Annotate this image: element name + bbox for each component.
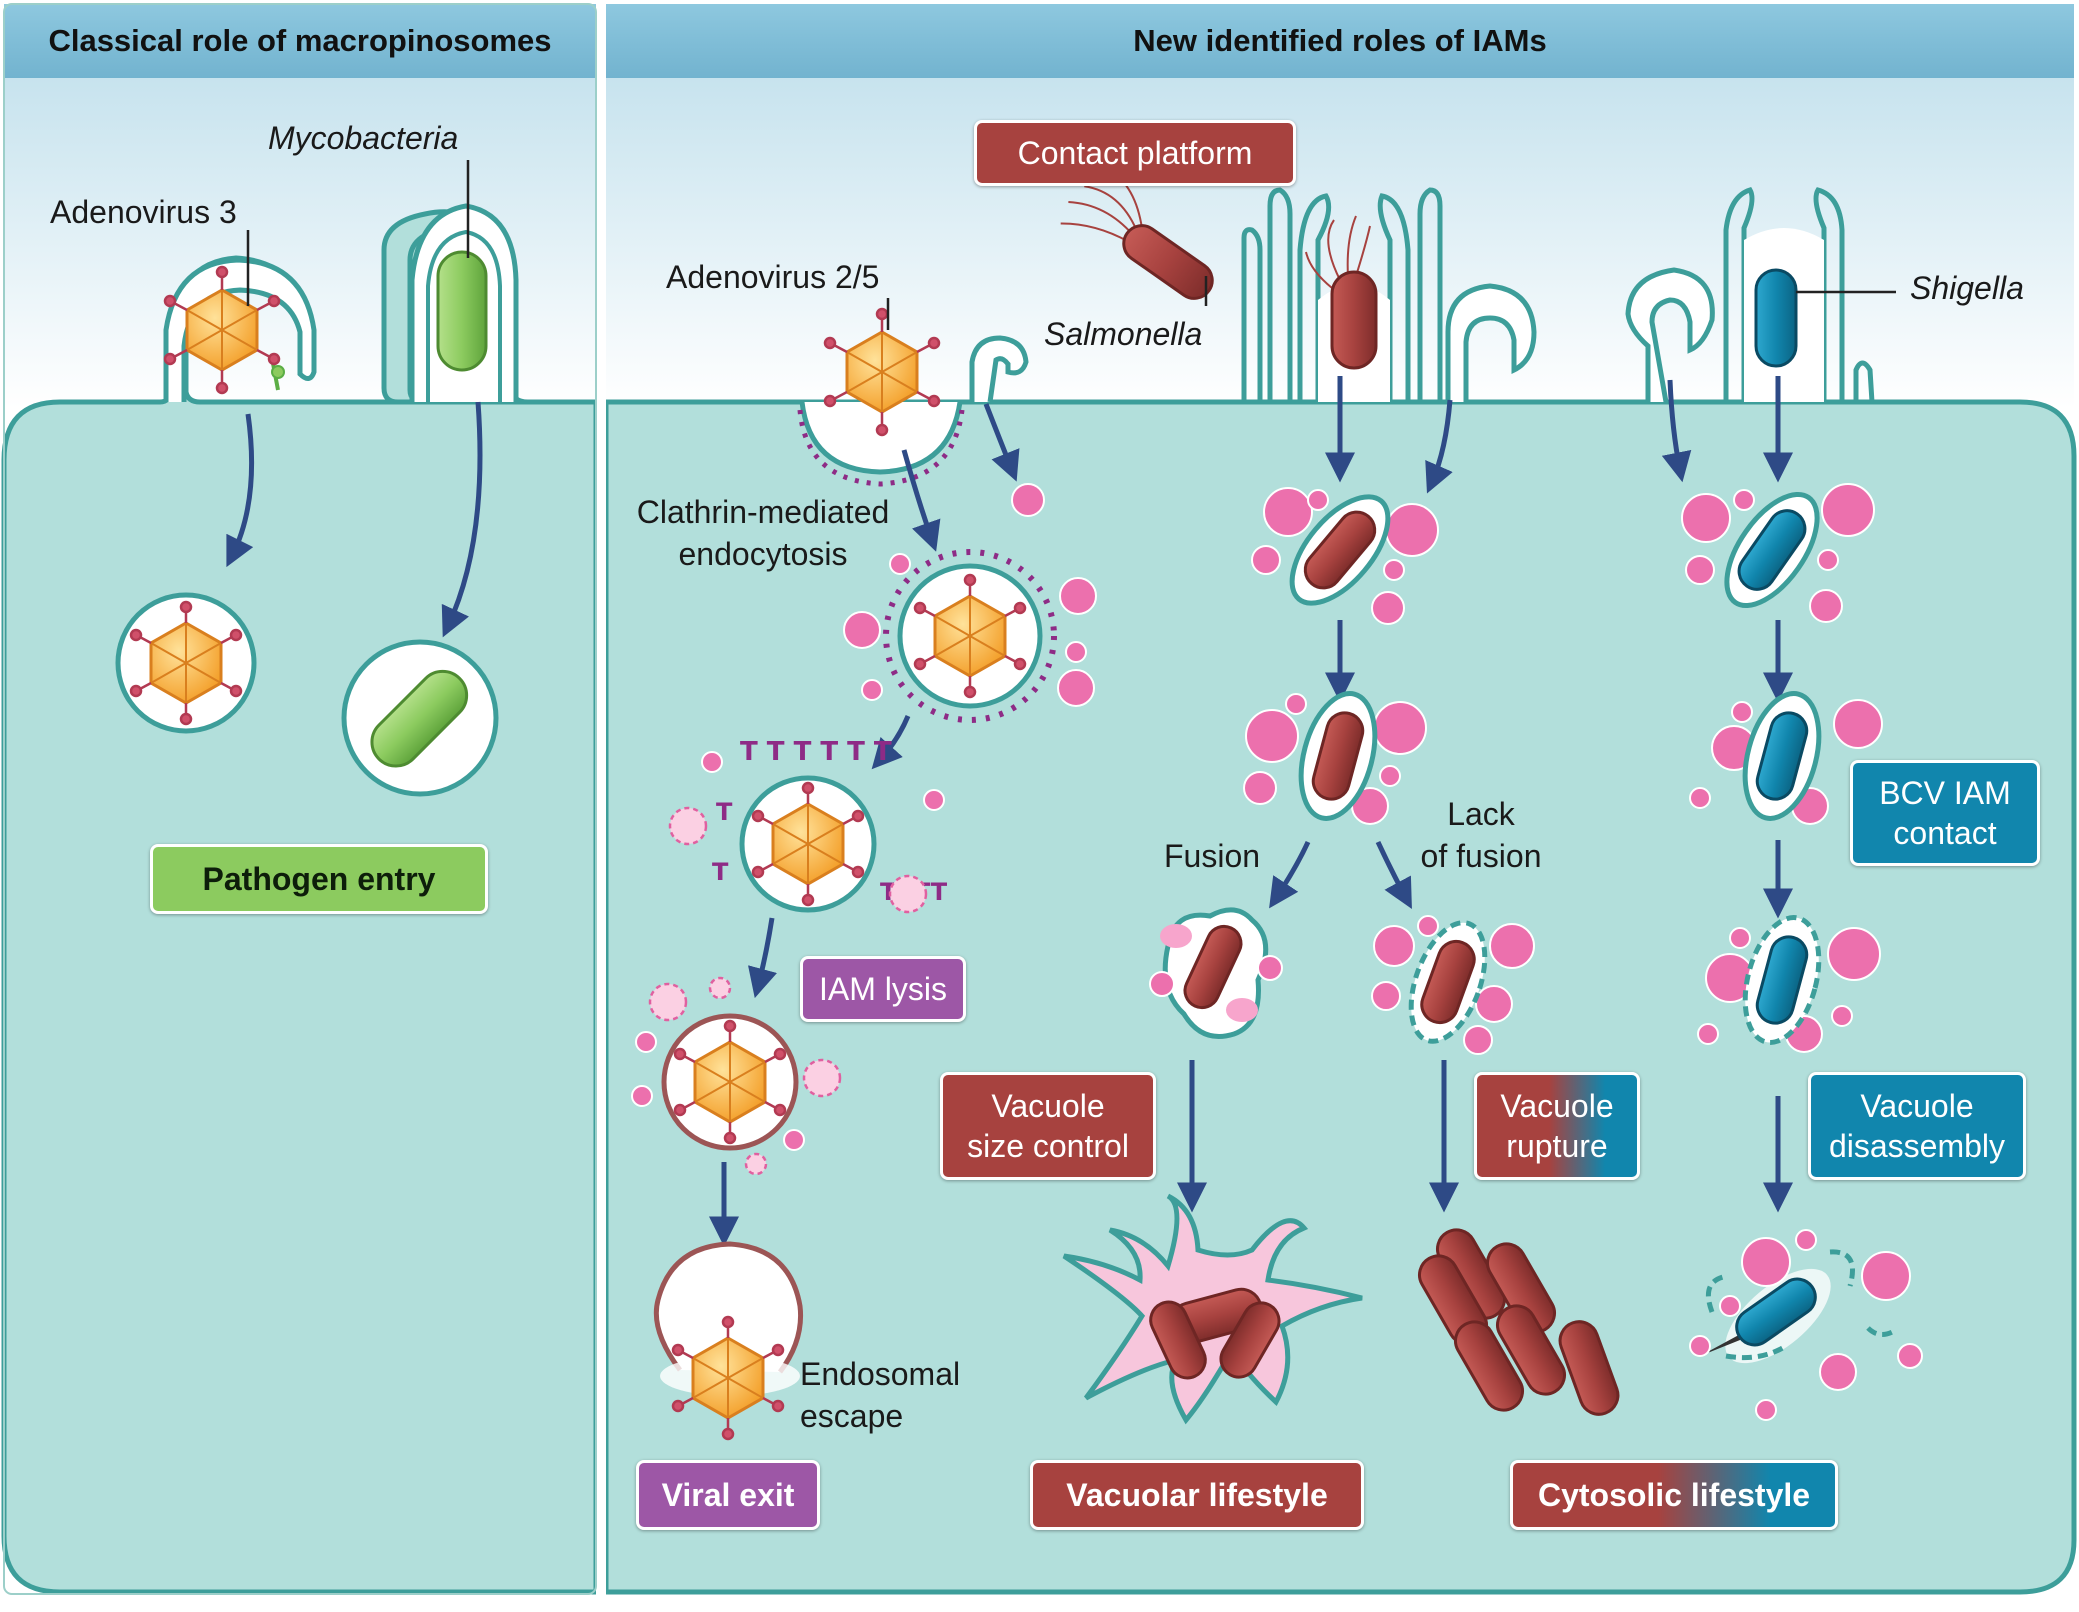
arrow-adenovirus3-entry [226, 413, 255, 568]
membrane-ruffle-small [969, 335, 1029, 403]
adenovirus3-label: Adenovirus 3 [50, 194, 237, 230]
svg-text:T: T [712, 858, 729, 886]
clathrin-coated-vesicle-coat [883, 549, 1057, 723]
left-panel-header [4, 4, 596, 78]
lack-of-fusion-line2: of fusion [1420, 838, 1542, 874]
shigella-vacuole-with-iams-2 [1689, 691, 1883, 825]
viral-exit-box: Viral exit [636, 1460, 820, 1530]
shigella-invading [1754, 268, 1798, 368]
right-panel-header [606, 4, 2074, 78]
cytosolic-salmonella [1418, 1228, 1620, 1416]
macropinocytic-cup-adenovirus3 [163, 257, 317, 402]
left-panel-title: Classical role of macropinosomes [48, 23, 552, 58]
adenovirus25-surface [823, 307, 941, 437]
shigella-membrane-ruffles [1723, 187, 1875, 403]
endosomal-escape-line1: Endosomal [800, 1356, 961, 1392]
clathrin-label-line1: Clathrin-mediated [636, 494, 890, 530]
macropinocytic-cup-shigella [1625, 267, 1715, 403]
arrow-clathrin-endocytosis [901, 449, 941, 552]
mycobacteria-internalized [370, 669, 469, 768]
salmonella-containing-vacuole-sifs [1062, 1193, 1363, 1425]
shigella-damaged-vacuole [1697, 915, 1881, 1053]
shigella-disassembled-vacuole [1689, 1229, 1923, 1421]
salmonella-fused-vacuole [1149, 907, 1283, 1039]
salmonella-label: Salmonella [1044, 316, 1203, 352]
endosomal-escape-line2: escape [800, 1398, 904, 1434]
fusion-label: Fusion [1164, 838, 1261, 874]
shigella-vacuole-with-iams [1681, 483, 1875, 623]
svg-text:T: T [716, 798, 733, 826]
vacuole-disassembly-box: Vacuole disassembly [1808, 1072, 2026, 1180]
iam-lysis-box: IAM lysis [800, 956, 966, 1022]
salmonella-vacuole-with-iams-2 [1243, 691, 1427, 825]
adenovirus3-surface [163, 265, 285, 395]
adenovirus25-label: Adenovirus 2/5 [666, 259, 880, 295]
vacuolar-lifestyle-box: Vacuolar lifestyle [1030, 1460, 1364, 1530]
adenovirus25-escaping [671, 1315, 785, 1441]
right-panel-title: New identified roles of IAMs [1133, 23, 1547, 58]
vacuole-rupture-box: Vacuole rupture [1474, 1072, 1640, 1180]
vacuole-size-control-box: Vacuole size control [940, 1072, 1156, 1180]
cytosolic-lifestyle-box: Cytosolic lifestyle [1510, 1460, 1838, 1530]
iam-vesicle [1011, 483, 1045, 517]
salmonella-vacuole-with-iams [1251, 487, 1439, 625]
ruptured-endosome [653, 1241, 804, 1374]
panel-divider [596, 0, 606, 1612]
mycobacteria-surface [436, 250, 488, 372]
adenovirus3-internalized [129, 600, 243, 726]
contact-platform-box: Contact platform [974, 120, 1296, 186]
clathrin-coated-pit [799, 401, 963, 475]
salmonella-extracellular [1060, 168, 1214, 300]
salmonella-non-fused-vacuole [1371, 915, 1535, 1055]
macropinocytic-cup-salmonella [1445, 283, 1537, 402]
mycobacteria-label: Mycobacteria [268, 120, 459, 156]
clathrin-label-line2: endocytosis [678, 536, 848, 572]
bcv-iam-contact-box: BCV IAM contact [1850, 760, 2040, 866]
salmonella-invading [1305, 215, 1378, 370]
salmonella-membrane-ruffles [1241, 187, 1443, 402]
lack-of-fusion-line1: Lack [1447, 796, 1515, 832]
arrow-mycobacteria-entry [441, 401, 483, 638]
shigella-label: Shigella [1910, 270, 2024, 306]
pathogen-entry-box: Pathogen entry [150, 844, 488, 914]
svg-text:T T T T T T: T T T T T T [740, 737, 892, 767]
